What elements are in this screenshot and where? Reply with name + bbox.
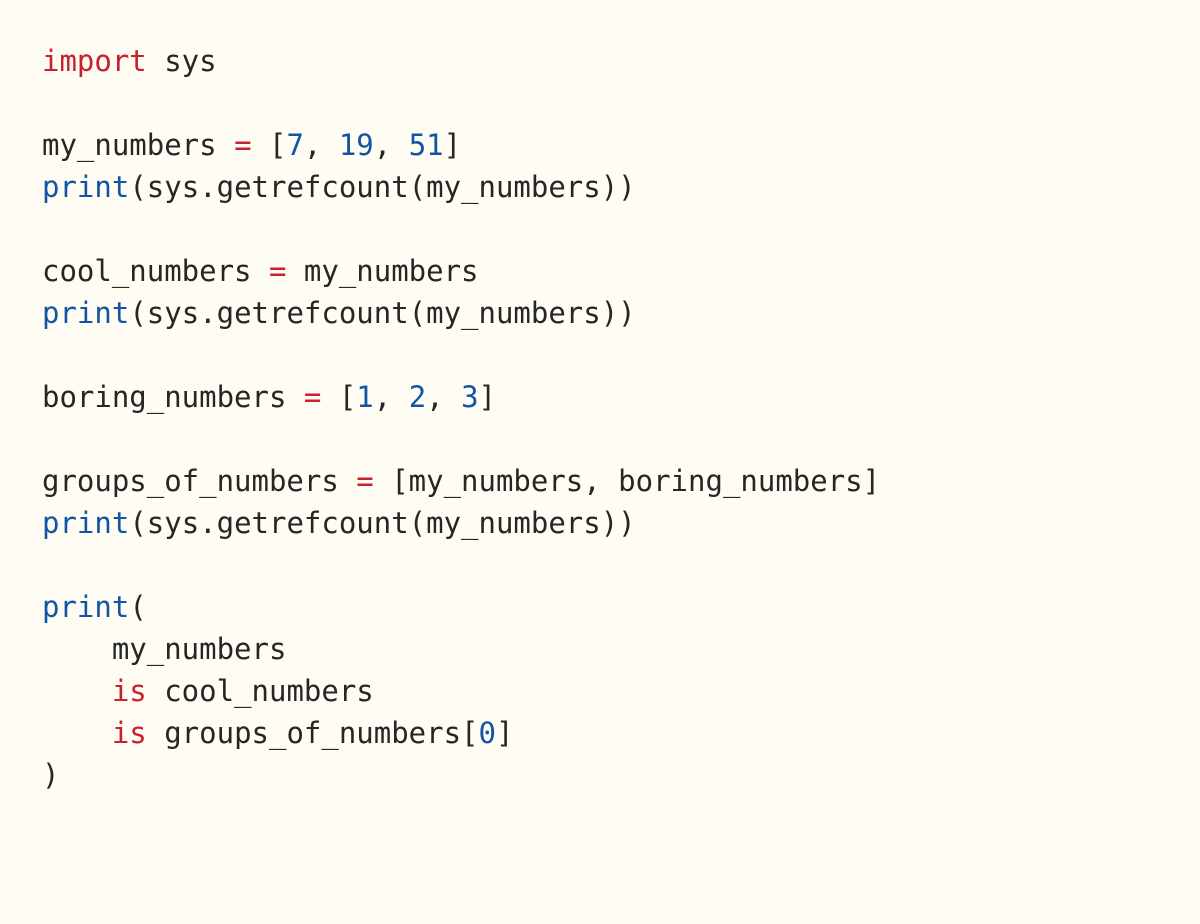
code-text: ) [42,758,60,792]
code-number: 51 [408,128,444,162]
code-keyword: import [42,44,147,78]
code-operator: = [356,464,374,498]
code-text [42,716,112,750]
code-text: ( [129,590,147,624]
code-number: 19 [338,128,374,162]
code-text: [ [321,380,357,414]
code-text: , [426,380,462,414]
code-text: groups_of_numbers[ [146,716,479,750]
code-text: , [373,380,409,414]
code-text: ] [443,128,462,162]
code-text: ] [495,716,514,750]
code-text: cool_numbers [42,254,269,288]
code-text: ] [478,380,497,414]
code-line: print(sys.getrefcount(my_numbers)) [42,502,1158,544]
code-number: 2 [408,380,427,414]
code-line: is groups_of_numbers[0] [42,712,1158,754]
code-line: my_numbers [42,628,1158,670]
code-number: 3 [461,380,479,414]
code-operator: = [268,254,287,288]
code-text: cool_numbers [146,674,374,708]
code-line [42,334,1158,376]
code-builtin: print [42,590,130,624]
code-line: is cool_numbers [42,670,1158,712]
code-line [42,82,1158,124]
code-line: my_numbers = [7, 19, 51] [42,124,1158,166]
code-builtin: print [42,506,130,540]
code-text: [my_numbers, boring_numbers] [373,464,881,498]
code-line: print( [42,586,1158,628]
code-line: cool_numbers = my_numbers [42,250,1158,292]
code-line [42,208,1158,250]
code-text: (sys.getrefcount(my_numbers)) [129,170,636,204]
code-text: groups_of_numbers [42,464,357,498]
code-text: (sys.getrefcount(my_numbers)) [129,506,636,540]
code-number: 7 [286,128,304,162]
code-number: 1 [356,380,374,414]
code-text: my_numbers [42,128,235,162]
code-text: , [373,128,409,162]
code-line [42,418,1158,460]
code-line: boring_numbers = [1, 2, 3] [42,376,1158,418]
code-line [42,544,1158,586]
code-keyword: is [111,716,147,750]
code-builtin: print [42,170,130,204]
code-text [42,674,112,708]
code-line: ) [42,754,1158,796]
code-line: print(sys.getrefcount(my_numbers)) [42,166,1158,208]
code-text: boring_numbers [42,380,304,414]
code-line: import sys [42,40,1158,82]
code-number: 0 [478,716,496,750]
code-line: groups_of_numbers = [my_numbers, boring_… [42,460,1158,502]
code-line: print(sys.getrefcount(my_numbers)) [42,292,1158,334]
code-text: (sys.getrefcount(my_numbers)) [129,296,636,330]
code-operator: = [234,128,252,162]
code-text: , [303,128,339,162]
code-text: [ [251,128,287,162]
code-text: my_numbers [286,254,479,288]
code-text: sys [146,44,217,78]
code-keyword: is [111,674,147,708]
code-text: my_numbers [42,632,287,666]
code-operator: = [303,380,322,414]
code-builtin: print [42,296,130,330]
